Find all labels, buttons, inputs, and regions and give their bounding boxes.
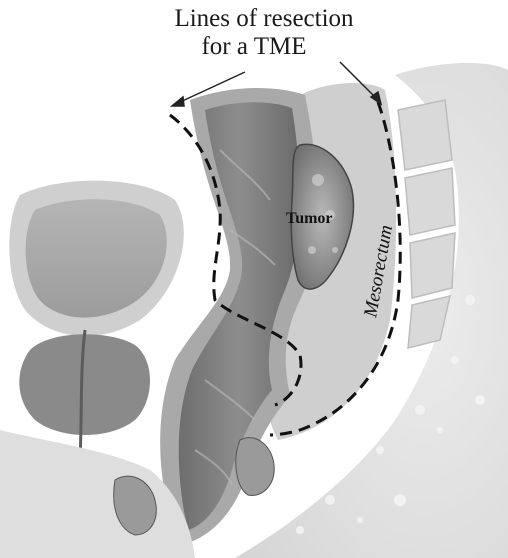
sphincter-right (236, 438, 274, 496)
vertebrae (398, 100, 455, 348)
tumor-label: Tumor (286, 210, 333, 227)
